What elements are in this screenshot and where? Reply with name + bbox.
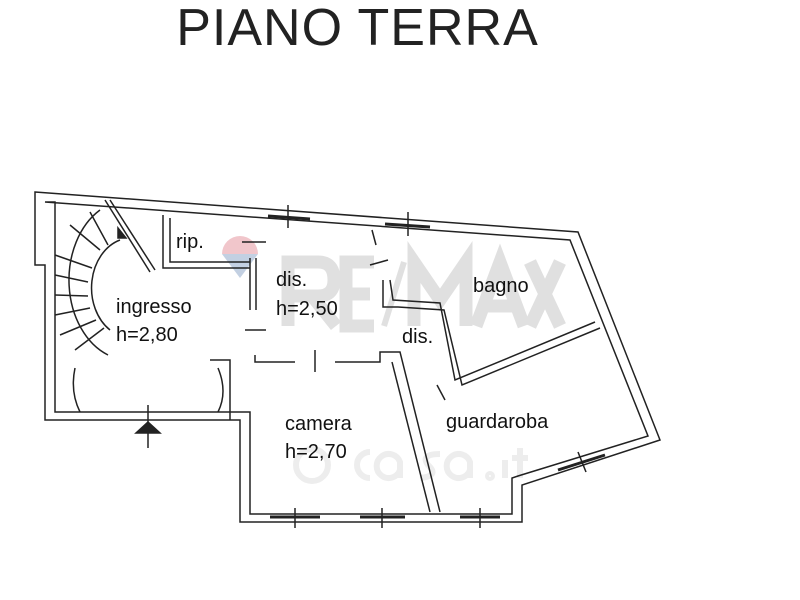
room-label-guardaroba: guardaroba [446,411,549,433]
room-label-ingresso: ingresso [116,296,192,318]
casa-watermark [293,446,528,484]
remax-balloon-icon [222,236,258,278]
inner-wall [44,201,649,515]
room-height-camera: h=2,70 [285,441,347,463]
remax-watermark [281,240,566,333]
outer-wall [34,191,661,523]
room-label-bagno: bagno [473,275,529,297]
floor-title: PIANO TERRA [176,0,539,57]
room-height-ingresso: h=2,80 [116,324,178,346]
rip-wall [162,215,250,269]
entrance-arrow-icon [134,405,162,448]
room-label-dis: dis. [276,269,308,291]
room-label-rip: rip. [176,231,204,253]
room-label-dis-2: dis. [402,326,434,348]
spiral-stair-icon [54,199,156,356]
room-height-dis: h=2,50 [276,298,338,320]
room-label-camera: camera [285,413,352,435]
